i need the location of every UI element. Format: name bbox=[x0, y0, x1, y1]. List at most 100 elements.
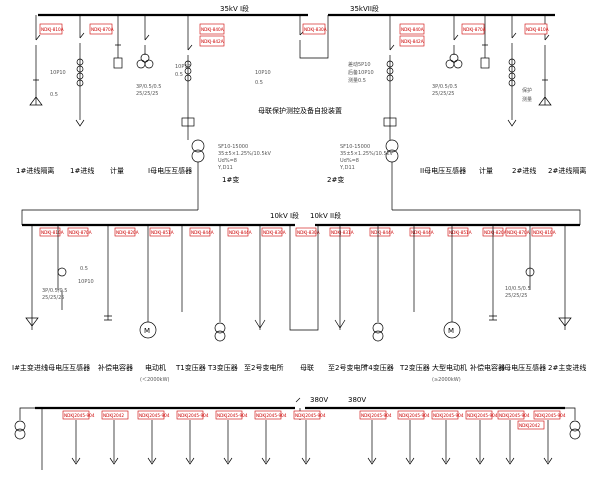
mv-label: 补偿电容器 bbox=[470, 363, 505, 372]
transformer-1: SF10-15000 35±5×1.25%/10.5kV Ud%=8 Y,D11… bbox=[191, 139, 272, 210]
lv-relay-tag: NDKJ2045-904 bbox=[433, 413, 464, 418]
mv-labels: I#主变进线 I母电压互感器 补偿电容器 电动机 T1变压器 T3变压器 至2号… bbox=[12, 363, 586, 383]
mv-label: 至2号变电所 bbox=[328, 363, 367, 372]
motor-symbol-right: M bbox=[448, 327, 454, 335]
hv-relay-tag: NDKJ-842A bbox=[201, 39, 224, 44]
mv-relay-tag: NDKJ-851A bbox=[449, 230, 472, 235]
lv-bus-left-label: 380V bbox=[310, 396, 328, 404]
hv-relay-tag: NDKJ-840A bbox=[401, 27, 424, 32]
transformer-2-label: 2#变 bbox=[327, 175, 344, 184]
hv-bottom-labels: 1#进线隔离 1#进线 计量 I母电压互感器 II母电压互感器 计量 2#进线 … bbox=[16, 166, 586, 175]
lv-relay-tag: NDKJ2045-904 bbox=[256, 413, 287, 418]
hv-left-pt2-2: 25/25/25 bbox=[136, 91, 158, 97]
mv-pt-left2-1: 3P/0.5/0.5 bbox=[42, 288, 67, 294]
hv-right-pt-2: 0.5 bbox=[255, 80, 263, 86]
transformer-2-spec-3: Y,D11 bbox=[339, 165, 355, 171]
lv-section: 380V 380V NDKJ2045-904 NDKJ2042 NDKJ2045… bbox=[14, 396, 581, 470]
hv-relay-tag: NDKJ-810A bbox=[41, 27, 64, 32]
mv-label: 母联 bbox=[300, 363, 314, 372]
lv-relay-tag: NDKJ2045-904 bbox=[499, 413, 530, 418]
hv-left-pt2-1: 3P/0.5/0.5 bbox=[136, 84, 161, 90]
hv-left-ct-2: 0.5 bbox=[50, 92, 58, 98]
hv-relay-tag: NDKJ-840A bbox=[201, 27, 224, 32]
hv-feeders-left bbox=[29, 15, 195, 140]
transformer-1-spec-0: SF10-15000 bbox=[218, 144, 248, 150]
hv-left-pt-1: 10P10 bbox=[175, 64, 191, 70]
transformer-2-spec-0: SF10-15000 bbox=[340, 144, 370, 150]
mv-relay-tags: NDKJ-810A NDKJ-870A NDKJ-820A NDKJ-851A … bbox=[39, 227, 556, 237]
mv-label: I母电压互感器 bbox=[46, 363, 90, 372]
hv-label: 1#进线 bbox=[70, 166, 94, 175]
hv-right-ct-1: 差动5P10 bbox=[348, 61, 371, 68]
transformer-1-label: 1#变 bbox=[222, 175, 239, 184]
lv-relay-tags: NDKJ2045-904 NDKJ2042 NDKJ2045-904 NDKJ2… bbox=[62, 410, 566, 430]
transformer-1-spec-3: Y,D11 bbox=[217, 165, 233, 171]
lv-bus-right-label: 380V bbox=[348, 396, 366, 404]
hv-relay-tags: NDKJ-810A NDKJ-870A NDKJ-840A NDKJ-842A … bbox=[39, 23, 549, 47]
hv-right-pt2-2: 25/25/25 bbox=[432, 91, 454, 97]
hv-bus-right-label: 35kVII段 bbox=[350, 4, 379, 13]
transformer-1-spec-2: Ud%=8 bbox=[218, 158, 237, 164]
mv-pt-left-2: 10P10 bbox=[78, 279, 94, 285]
mv-pt-left2-2: 25/25/25 bbox=[42, 295, 64, 301]
lv-relay-tag: NDKJ2045-904 bbox=[399, 413, 430, 418]
hv-label: 计量 bbox=[110, 166, 124, 175]
lv-relay-tag: NDKJ2045-904 bbox=[295, 413, 326, 418]
mv-label: 电动机 bbox=[145, 363, 166, 372]
hv-center-label: 母联保护测控及备自投装置 bbox=[258, 106, 342, 115]
mv-relay-tag: NDKJ-831A bbox=[331, 230, 354, 235]
mv-relay-tag: NDKJ-844A bbox=[229, 230, 252, 235]
hv-relay-tag: NDKJ-842A bbox=[401, 39, 424, 44]
mv-pt-right-2: 25/25/25 bbox=[505, 293, 527, 299]
mv-relay-tag: NDKJ-851A bbox=[151, 230, 174, 235]
mv-pt-right-1: 10/0.5/0.5 bbox=[505, 286, 531, 292]
hv-label: 2#进线隔离 bbox=[548, 166, 586, 175]
hv-label: 1#进线隔离 bbox=[16, 166, 54, 175]
mv-relay-tag: NDKJ-844A bbox=[411, 230, 434, 235]
mv-relay-tag: NDKJ-870A bbox=[69, 230, 92, 235]
hv-right-pt2-1: 3P/0.5/0.5 bbox=[432, 84, 457, 90]
lv-relay-tag: NDKJ2045-904 bbox=[361, 413, 392, 418]
mv-relay-tag: NDKJ-870A bbox=[507, 230, 530, 235]
hv-bus-left-label: 35kV I段 bbox=[220, 4, 249, 13]
mv-relay-tag: NDKJ-830A bbox=[297, 230, 320, 235]
mv-relay-tag: NDKJ-844A bbox=[371, 230, 394, 235]
hv-right-extra-2: 测量 bbox=[522, 96, 532, 103]
mv-label: 2#主变进线 bbox=[548, 363, 586, 372]
mv-relay-tag: NDKJ-844A bbox=[191, 230, 214, 235]
mv-label: T3变压器 bbox=[207, 363, 238, 372]
hv-label: I母电压互感器 bbox=[148, 166, 192, 175]
lv-relay-tag: NDKJ2045-904 bbox=[64, 413, 95, 418]
hv-section: 35kV I段 35kVII段 bbox=[16, 4, 586, 210]
mv-label: II母电压互感器 bbox=[500, 363, 546, 372]
mv-label: 大型电动机 bbox=[432, 363, 467, 372]
hv-relay-tag: NDKJ-830A bbox=[304, 27, 327, 32]
mv-label-sub: (≥2000kW) bbox=[432, 377, 461, 383]
mv-relay-tag: NDKJ-820A bbox=[116, 230, 139, 235]
hv-label: 计量 bbox=[479, 166, 493, 175]
mv-relay-tag: NDKJ-830A bbox=[263, 230, 286, 235]
transformer-2-spec-2: Ud%=8 bbox=[340, 158, 359, 164]
mv-relay-tag: NDKJ-820A bbox=[484, 230, 507, 235]
hv-relay-tag: NDKJ-810A bbox=[526, 27, 549, 32]
mv-label: 补偿电容器 bbox=[98, 363, 133, 372]
lv-relay-tag: NDKJ2045-904 bbox=[217, 413, 248, 418]
lv-relay-tag: NDKJ2045-904 bbox=[535, 413, 566, 418]
mv-pt-left-1: 0.5 bbox=[80, 266, 88, 272]
hv-right-ct-3: 测量0.5 bbox=[348, 77, 366, 84]
hv-relay-tag: NDKJ-870A bbox=[463, 27, 486, 32]
mv-label: T2变压器 bbox=[399, 363, 430, 372]
mv-relay-tag: NDKJ-810A bbox=[533, 230, 556, 235]
mv-label-sub: (＜2000kW) bbox=[140, 377, 170, 383]
transformer-2-spec-1: 35±5×1.25%/10.5kV bbox=[340, 151, 394, 157]
lv-relay-tag: NDKJ2045-904 bbox=[139, 413, 170, 418]
hv-right-pt-1: 10P10 bbox=[255, 70, 271, 76]
mv-label: T1变压器 bbox=[175, 363, 206, 372]
lv-relay-tag: NDKJ2042 bbox=[103, 413, 124, 418]
motor-symbol-left: M bbox=[144, 327, 150, 335]
mv-label: T4变压器 bbox=[363, 363, 394, 372]
mv-label: I#主变进线 bbox=[12, 363, 48, 372]
mv-feeders: M M bbox=[25, 225, 572, 342]
hv-right-ct-2: 后备10P10 bbox=[348, 69, 374, 76]
mv-bus-right-label: 10kV II段 bbox=[310, 211, 341, 220]
